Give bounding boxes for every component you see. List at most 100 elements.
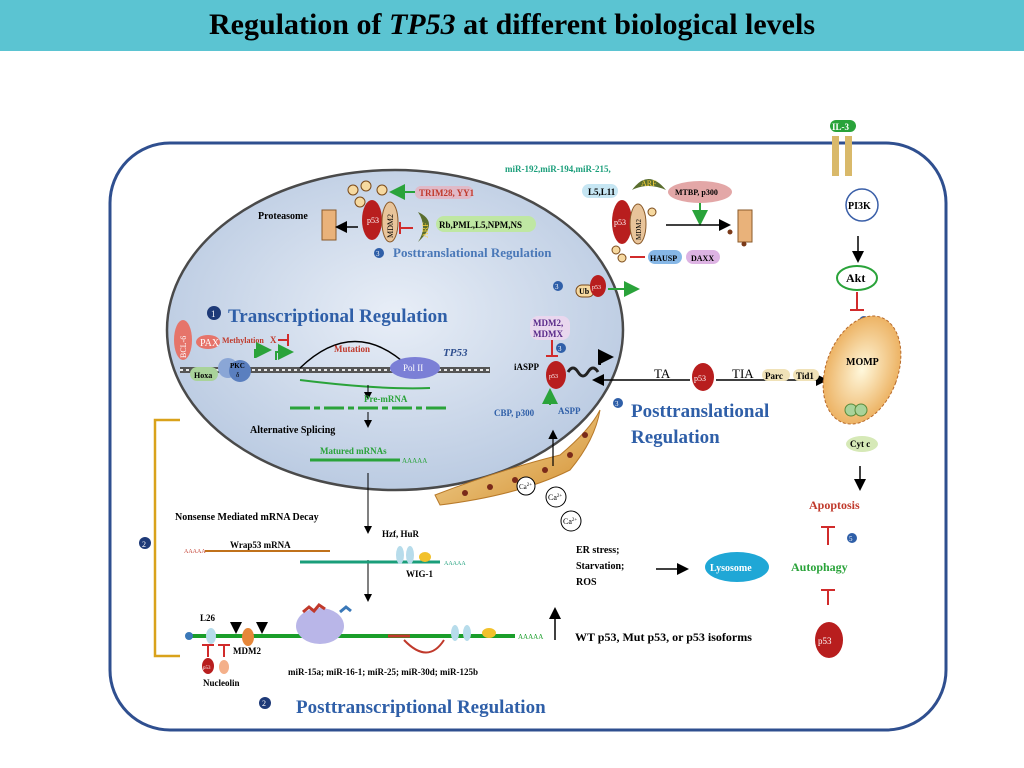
mtbp-box	[668, 181, 732, 203]
cyto-regulators: MDM2, MDMX 3 iASPP p53 CBP, p300 ASPP TA…	[434, 316, 828, 532]
p53-small	[202, 658, 214, 674]
cap-icon	[185, 632, 193, 640]
nascent-peptide-icon	[302, 603, 326, 614]
er-dot	[567, 452, 573, 458]
daxx-box	[686, 250, 720, 264]
promoter-arrow-1	[254, 342, 272, 358]
matured-mrna-label: Matured mRNAs	[320, 446, 387, 456]
trim-yy1-label: TRIM28, YY1	[419, 188, 475, 198]
right-pathway: IL-3 PI3K Akt 4 MOMP Cyt c Apoptosis 5 A…	[576, 120, 902, 658]
wig1-label: WIG-1	[406, 569, 434, 579]
rbp-yellow-icon	[482, 628, 496, 638]
hausp-label: HAUSP	[650, 254, 677, 263]
rbp-icon	[451, 625, 459, 641]
p53-cyto-top-label: p53	[614, 218, 626, 227]
arf-cyto-label: ARF	[641, 179, 657, 188]
pol2-shape	[390, 357, 440, 379]
title-gene: TP53	[388, 8, 456, 41]
p53-cyto-top	[612, 200, 632, 244]
er-dot	[487, 484, 493, 490]
step-3-badge-d	[613, 398, 623, 408]
apoptosis-label: Apoptosis	[809, 498, 860, 512]
pi3k-node	[845, 188, 879, 222]
bcl6-shape	[174, 320, 192, 360]
ta-label: TA	[654, 366, 671, 381]
step-5-badge	[847, 533, 857, 543]
ub-chain-icon	[360, 180, 372, 192]
er-stress-label: ER stress;	[576, 545, 619, 556]
l26-icon	[206, 628, 216, 644]
wrap53-label: Wrap53 mRNA	[230, 540, 291, 550]
step-3-num-b: 3	[555, 283, 559, 291]
p53-ub	[590, 275, 606, 297]
ca-label-3: Ca2+	[563, 517, 577, 526]
akt-label: Akt	[846, 271, 865, 285]
mdm2-translation-icon	[242, 628, 254, 646]
dna-binding-icon	[566, 366, 600, 378]
proteasome-shape	[321, 209, 337, 241]
step-3-badge-c	[556, 343, 566, 353]
er-dot	[542, 467, 548, 473]
step-2-badge-b	[259, 697, 271, 709]
ca-label-1: Ca2+	[519, 483, 532, 491]
pkc-sub-label: δ	[236, 371, 240, 379]
arf-cyto	[632, 179, 666, 190]
mtbp-label: MTBP, p300	[675, 188, 718, 197]
lysosome	[705, 552, 769, 582]
p53-nuclear-label: p53	[367, 216, 379, 225]
ros-label: ROS	[576, 577, 597, 588]
hausp-box	[648, 250, 682, 264]
step-3-badge	[374, 248, 384, 258]
p53-ta-label: p53	[694, 374, 706, 383]
nucleus	[165, 168, 625, 492]
mdm2-mdmx-line2: MDMX	[533, 329, 563, 339]
trna-icon	[339, 605, 352, 614]
nascent-rna	[299, 379, 431, 390]
il3-box	[830, 120, 856, 132]
step-2-num-b: 2	[262, 699, 266, 708]
er-dot	[582, 432, 588, 438]
step-3-num: 3	[376, 250, 380, 258]
pax-label: PAX	[200, 338, 220, 349]
title-bar	[0, 0, 1024, 51]
ca-ion	[516, 476, 536, 496]
daxx-label: DAXX	[691, 254, 714, 263]
nuclear-ptm-title: Posttranslational Regulation	[393, 245, 552, 260]
mdm2-mdmx-box	[530, 316, 570, 340]
alt-splicing-label: Alternative Splicing	[250, 425, 335, 436]
mutation-label: Mutation	[334, 344, 370, 354]
ub-icon	[611, 245, 621, 255]
ribosome-icon	[296, 608, 344, 644]
aspp-label: ASPP	[558, 406, 581, 416]
peptide-dot	[741, 241, 747, 247]
hzf-icon	[396, 546, 404, 564]
posttranscriptional-group: Nonsense Mediated mRNA Decay 2 AAAAA Wra…	[139, 418, 752, 718]
akt-node	[836, 265, 878, 291]
page-title: Regulation of TP53 at different biologic…	[208, 8, 816, 41]
er-dot	[512, 477, 518, 483]
trim-yy1-box	[415, 186, 473, 199]
cyto-ptm-title-1: Posttranslational	[631, 401, 769, 422]
transactivation-arrow	[598, 349, 614, 365]
receptor-left	[832, 136, 839, 176]
p53-center	[546, 361, 566, 389]
ub-chain-icon	[376, 184, 388, 196]
arf-nuclear	[418, 212, 429, 242]
wig1-icon	[419, 552, 431, 562]
parc-label: Parc	[765, 371, 783, 381]
posttranscriptional-bracket	[153, 418, 180, 658]
step-5-num: 5	[849, 535, 853, 543]
p53-nuclear	[362, 200, 382, 240]
cytc-node	[846, 436, 878, 452]
translation-polya: AAAAA	[518, 633, 543, 641]
ca-label-2: Ca2+	[548, 493, 562, 502]
ub-chain-icon	[354, 196, 366, 208]
starvation-label: Starvation;	[576, 561, 624, 572]
nucleolin-label: Nucleolin	[203, 678, 240, 688]
step-3-num-c: 3	[558, 345, 562, 353]
channel-icon	[854, 403, 868, 417]
l5l11-label: L5,L11	[588, 187, 616, 197]
il3-label: IL-3	[832, 122, 850, 132]
tid1-label: Tid1	[796, 371, 814, 381]
